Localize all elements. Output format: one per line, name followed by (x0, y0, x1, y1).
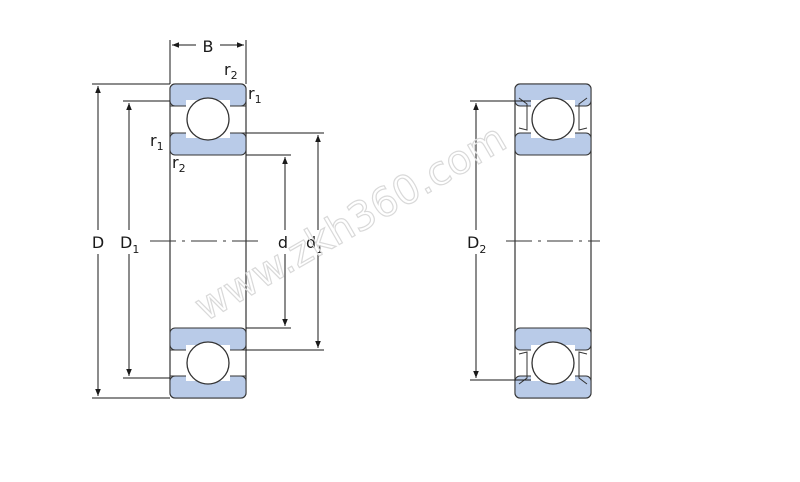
left-bottom-section (169, 327, 247, 399)
left-bearing-section: B r2 r1 r1 r2 D D1 (92, 37, 324, 399)
label-B: B (203, 37, 214, 56)
shield-right-bottom (578, 351, 588, 385)
right-bottom-section (514, 327, 592, 399)
svg-text:D2: D2 (467, 233, 486, 256)
svg-text:r2: r2 (224, 60, 238, 82)
dimension-B: B (169, 37, 247, 84)
dimension-D2: D2 (467, 100, 531, 381)
label-d1: d (306, 233, 316, 252)
dimension-D1: D1 (120, 100, 170, 379)
label-D2: D (467, 233, 479, 252)
right-bearing-section: D2 (467, 83, 600, 399)
ball-bottom (186, 341, 230, 385)
svg-text:r1: r1 (248, 84, 262, 106)
label-D1: D (120, 233, 132, 252)
right-ball-top (531, 97, 575, 141)
right-top-section (514, 83, 592, 156)
label-r2-top: r (224, 60, 231, 79)
label-r2-left: r (172, 153, 179, 172)
svg-text:r2: r2 (172, 153, 186, 175)
ball-top (186, 97, 230, 141)
svg-text:r1: r1 (150, 131, 164, 153)
right-ball-bottom (531, 341, 575, 385)
dimension-d: d (246, 154, 291, 329)
shield-left-bottom (518, 351, 528, 385)
shield-right-top (578, 97, 588, 131)
label-r1-left: r (150, 131, 157, 150)
dimension-D: D (92, 83, 170, 399)
svg-text:D1: D1 (120, 233, 139, 256)
label-d: d (278, 233, 288, 252)
svg-text:d1: d1 (306, 233, 323, 256)
left-top-section (169, 83, 247, 156)
dimension-d1: d1 (246, 132, 324, 351)
radius-labels: r2 r1 r1 r2 (150, 60, 262, 175)
label-r1-top: r (248, 84, 255, 103)
label-D: D (92, 233, 104, 252)
